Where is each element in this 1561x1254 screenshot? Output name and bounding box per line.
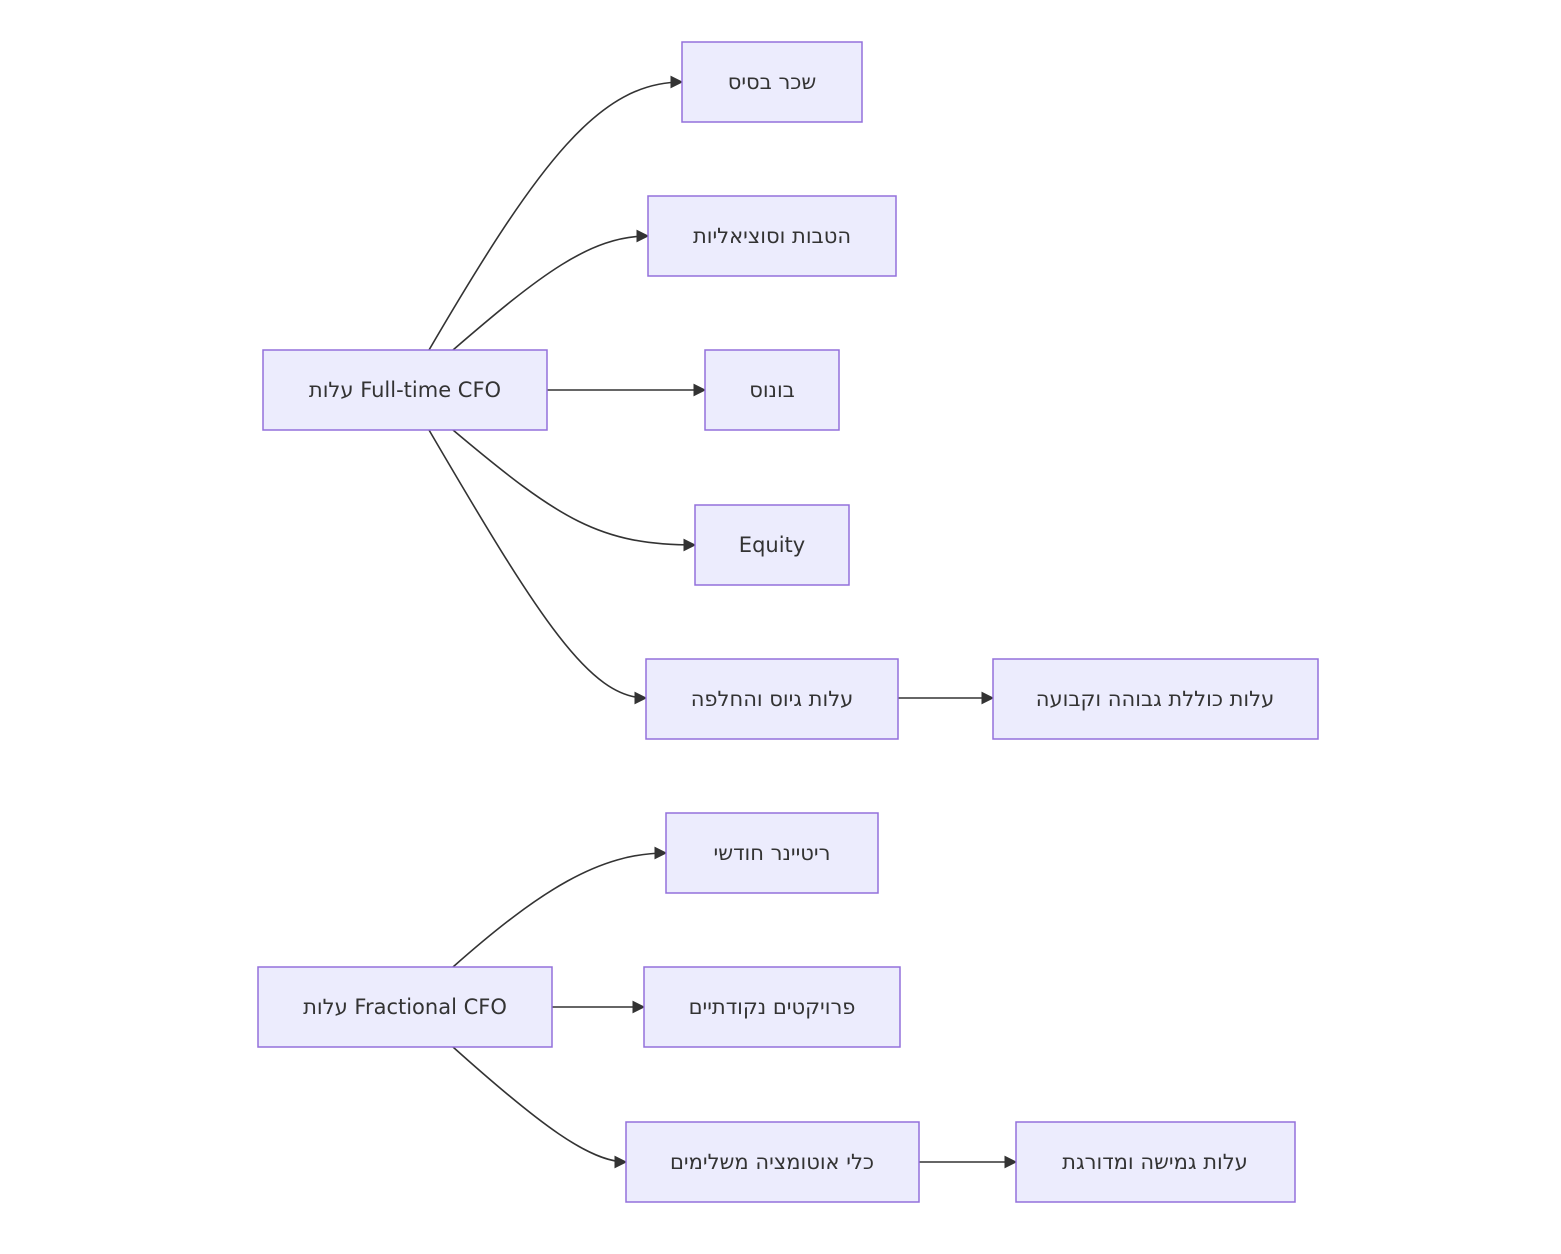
node-bonus: בונוס: [704, 349, 840, 431]
node-fractional-cfo-cost: עלות Fractional CFO: [257, 966, 553, 1048]
node-label: בונוס: [749, 378, 795, 402]
node-monthly-retainer: ריטיינר חודשי: [665, 812, 879, 894]
node-equity: Equity: [694, 504, 850, 586]
node-base-salary: שכר בסיס: [681, 41, 863, 123]
edge-fulltime-to-base-salary: [428, 75, 684, 351]
edge-fractional-to-retainer: [452, 846, 668, 968]
node-label: עלות גמישה ומדורגת: [1062, 1150, 1248, 1174]
node-total-high-fixed-cost: עלות כוללת גבוהה וקבועה: [992, 658, 1319, 740]
edge-fractional-to-automation: [452, 1046, 628, 1169]
node-label: כלי אוטומציה משלימים: [670, 1150, 874, 1174]
edge-fulltime-to-benefits: [452, 229, 650, 351]
node-label: שכר בסיס: [728, 70, 817, 94]
node-label: Equity: [739, 533, 805, 557]
node-label: עלות Full-time CFO: [309, 378, 501, 402]
edge-fulltime-to-equity: [452, 429, 697, 552]
node-label: ריטיינר חודשי: [714, 841, 831, 865]
node-flexible-scaled-cost: עלות גמישה ומדורגת: [1015, 1121, 1296, 1203]
node-label: פרויקטים נקודתיים: [689, 995, 856, 1019]
node-label: עלות גיוס והחלפה: [691, 687, 854, 711]
node-label: עלות כוללת גבוהה וקבועה: [1036, 687, 1274, 711]
node-automation-tools: כלי אוטומציה משלימים: [625, 1121, 920, 1203]
node-benefits: הטבות וסוציאליות: [647, 195, 897, 277]
node-ad-hoc-projects: פרויקטים נקודתיים: [643, 966, 901, 1048]
node-label: הטבות וסוציאליות: [693, 224, 851, 248]
node-label: עלות Fractional CFO: [303, 995, 507, 1019]
node-recruit-replace-cost: עלות גיוס והחלפה: [645, 658, 899, 740]
node-fulltime-cfo-cost: עלות Full-time CFO: [262, 349, 548, 431]
edge-fulltime-to-recruit: [428, 429, 648, 705]
